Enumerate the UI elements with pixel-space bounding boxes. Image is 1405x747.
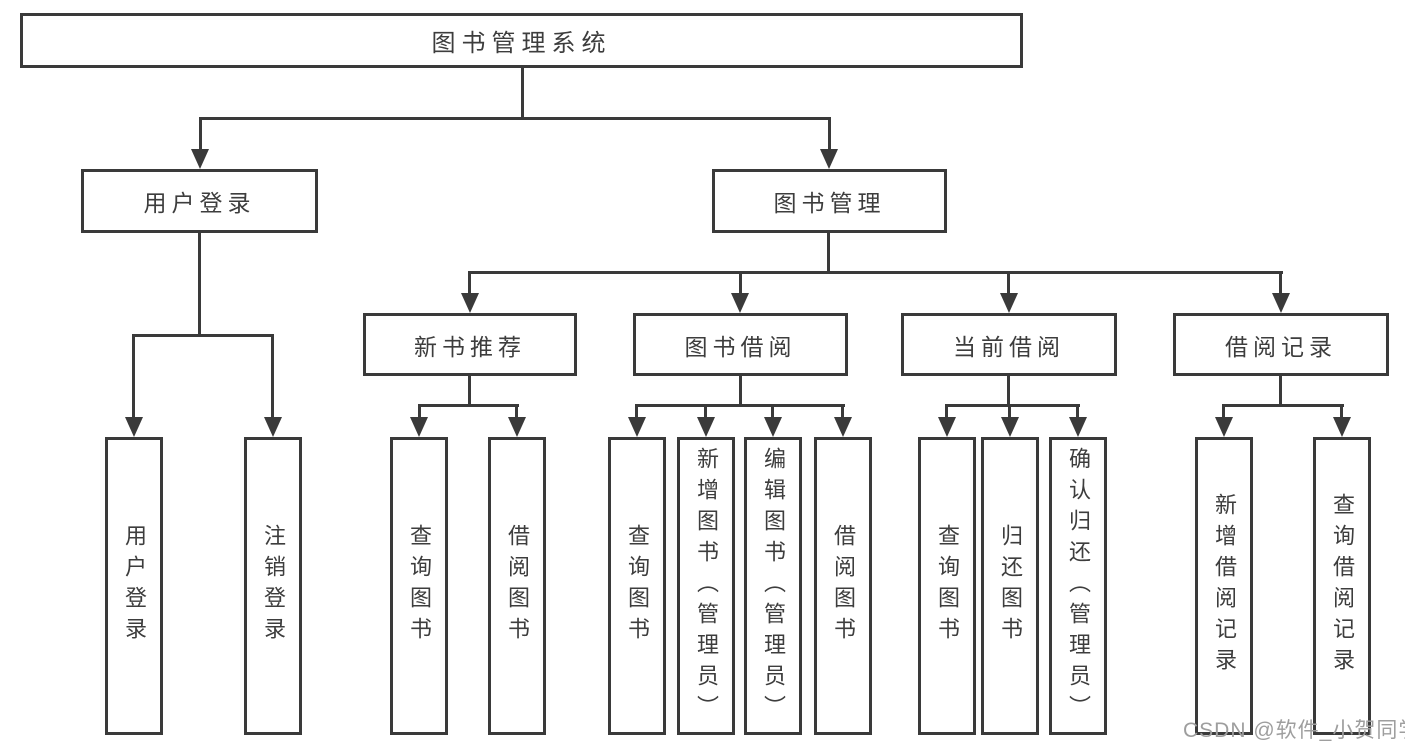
arrow-down-icon — [1215, 417, 1233, 437]
connector-records-hline — [1222, 404, 1344, 407]
connector-shaft — [1008, 405, 1011, 419]
arrow-down-icon — [1069, 417, 1087, 437]
arrow-down-icon — [508, 417, 526, 437]
node-current-borrowing: 当前借阅 — [901, 313, 1117, 376]
arrow-down-icon — [834, 417, 852, 437]
connector-shaft — [132, 335, 135, 419]
connector-borrowing-stem — [739, 376, 742, 407]
leaf-query-books-recommend: 查询图书 — [390, 437, 448, 735]
leaf-edit-book-admin: 编辑图书（管理员） — [744, 437, 802, 735]
leaf-confirm-return-admin: 确认归还（管理员） — [1049, 437, 1107, 735]
node-label: 图书借阅 — [684, 333, 797, 360]
node-user-login: 用户登录 — [81, 169, 318, 233]
leaf-add-borrow-record: 新增借阅记录 — [1195, 437, 1253, 735]
node-label: 查询借阅记录 — [1330, 493, 1355, 679]
arrow-down-icon — [820, 149, 838, 169]
node-label: 用户登录 — [143, 190, 256, 216]
leaf-query-books-borrowing: 查询图书 — [608, 437, 666, 735]
node-label: 借阅图书 — [831, 524, 856, 648]
csdn-watermark: CSDN @软件_小贺同学 — [1183, 719, 1405, 742]
connector-shaft — [841, 405, 844, 419]
arrow-down-icon — [191, 149, 209, 169]
connector-shaft — [418, 405, 421, 419]
leaf-logout: 注销登录 — [244, 437, 302, 735]
node-label: 图书管理系统 — [431, 30, 612, 57]
connector-root-stem — [521, 68, 524, 118]
node-book-management: 图书管理 — [712, 169, 947, 233]
connector-current-hline — [945, 404, 1080, 407]
node-label: 查询图书 — [407, 524, 432, 648]
node-label: 新增借阅记录 — [1212, 493, 1237, 679]
arrow-down-icon — [1001, 417, 1019, 437]
connector-shaft — [1222, 405, 1225, 419]
node-new-book-recommend: 新书推荐 — [363, 313, 577, 376]
connector-newbook-stem — [468, 376, 471, 407]
leaf-borrow-books: 借阅图书 — [814, 437, 872, 735]
connector-root-right-shaft — [828, 118, 831, 151]
connector-shaft — [1279, 272, 1282, 295]
connector-shaft — [771, 405, 774, 419]
leaf-query-borrow-record: 查询借阅记录 — [1313, 437, 1371, 735]
connector-shaft — [1340, 405, 1343, 419]
connector-shaft — [635, 405, 638, 419]
arrow-down-icon — [697, 417, 715, 437]
connector-current-stem — [1007, 376, 1010, 407]
arrow-down-icon — [1000, 293, 1018, 313]
node-label: 图书管理 — [773, 190, 886, 216]
node-label: 编辑图书（管理员） — [761, 446, 786, 726]
connector-bookmgmt-stem — [827, 233, 830, 272]
node-label: 新书推荐 — [414, 333, 526, 360]
arrow-down-icon — [461, 293, 479, 313]
connector-bookmgmt-hline — [468, 271, 1283, 274]
node-label: 借阅图书 — [505, 524, 530, 648]
node-root-library-system: 图书管理系统 — [20, 13, 1023, 68]
node-label: 新增图书（管理员） — [694, 446, 719, 726]
node-label: 确认归还（管理员） — [1066, 446, 1091, 726]
connector-records-stem — [1279, 376, 1282, 407]
leaf-return-book: 归还图书 — [981, 437, 1039, 735]
connector-shaft — [1076, 405, 1079, 419]
node-label: 查询图书 — [625, 524, 650, 648]
connector-borrowing-hline — [635, 404, 845, 407]
connector-root-hline — [199, 117, 831, 120]
connector-shaft — [271, 335, 274, 419]
leaf-query-books-current: 查询图书 — [918, 437, 976, 735]
node-label: 归还图书 — [998, 524, 1023, 648]
connector-shaft — [945, 405, 948, 419]
arrow-down-icon — [938, 417, 956, 437]
connector-shaft — [515, 405, 518, 419]
leaf-borrow-books-recommend: 借阅图书 — [488, 437, 546, 735]
node-label: 注销登录 — [261, 524, 286, 648]
node-label: 借阅记录 — [1225, 333, 1337, 360]
arrow-down-icon — [1333, 417, 1351, 437]
arrow-down-icon — [628, 417, 646, 437]
arrow-down-icon — [1272, 293, 1290, 313]
connector-root-left-shaft — [199, 118, 202, 151]
arrow-down-icon — [125, 417, 143, 437]
leaf-add-book-admin: 新增图书（管理员） — [677, 437, 735, 735]
connector-newbook-hline — [418, 404, 519, 407]
connector-shaft — [704, 405, 707, 419]
arrow-down-icon — [410, 417, 428, 437]
connector-shaft — [468, 272, 471, 295]
node-label: 查询图书 — [935, 524, 960, 648]
leaf-user-login: 用户登录 — [105, 437, 163, 735]
node-label: 当前借阅 — [953, 333, 1065, 360]
arrow-down-icon — [264, 417, 282, 437]
connector-userlogin-stem — [198, 233, 201, 335]
node-label: 用户登录 — [122, 524, 147, 648]
arrow-down-icon — [764, 417, 782, 437]
node-book-borrowing: 图书借阅 — [633, 313, 848, 376]
connector-shaft — [1007, 272, 1010, 295]
connector-userlogin-hline — [132, 334, 274, 337]
node-borrowing-records: 借阅记录 — [1173, 313, 1389, 376]
arrow-down-icon — [731, 293, 749, 313]
connector-shaft — [739, 272, 742, 295]
